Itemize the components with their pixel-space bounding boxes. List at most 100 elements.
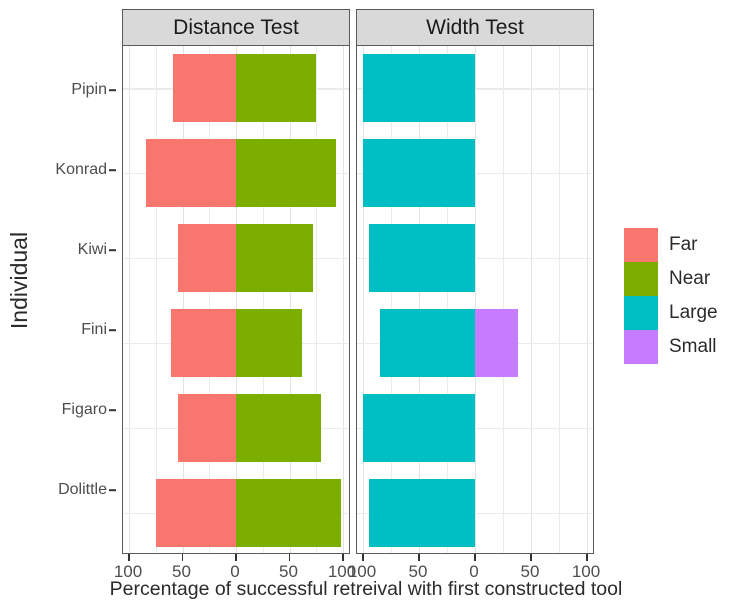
y-axis-tick-mark bbox=[109, 329, 116, 331]
plot-area-distance-test bbox=[123, 46, 349, 553]
gridline-vertical bbox=[363, 46, 365, 553]
gridline-vertical bbox=[209, 46, 211, 553]
legend-label: Small bbox=[669, 336, 717, 357]
x-axis-tick-label: 50 bbox=[172, 562, 191, 581]
x-axis-tick-mark bbox=[128, 554, 130, 561]
legend-label: Near bbox=[669, 268, 711, 289]
bar-segment-far bbox=[172, 54, 236, 123]
y-axis-title-text: Individual bbox=[6, 231, 33, 329]
y-axis-tick-mark bbox=[109, 89, 116, 91]
bar-group bbox=[357, 308, 593, 377]
bar-group bbox=[123, 139, 349, 208]
x-axis-tick-label: 100 bbox=[113, 562, 143, 581]
x-axis-tick-mark bbox=[288, 554, 291, 561]
bar-segment-near bbox=[236, 478, 341, 547]
bar-group bbox=[357, 393, 593, 462]
y-axis-tick-label: Pipin bbox=[71, 81, 107, 98]
x-axis-title: Percentage of successful retreival with … bbox=[109, 578, 623, 600]
gridline-vertical bbox=[289, 46, 291, 553]
x-axis-tick-label: 50 bbox=[279, 562, 298, 581]
bar-segment-near bbox=[236, 393, 321, 462]
bar-group bbox=[357, 478, 593, 547]
x-axis-tick-label: 0 bbox=[230, 562, 240, 581]
y-axis-tick-mark bbox=[109, 249, 116, 251]
bar-group bbox=[123, 393, 349, 462]
bar-group bbox=[123, 308, 349, 377]
gridline-vertical bbox=[262, 46, 264, 553]
gridline-horizontal bbox=[357, 427, 593, 429]
x-axis-tick-mark bbox=[586, 554, 588, 561]
gridline-vertical bbox=[559, 46, 560, 553]
bar-segment-large bbox=[368, 478, 475, 547]
x-axis-tick-mark bbox=[530, 554, 532, 561]
legend-item[interactable]: Far bbox=[624, 228, 730, 262]
plot-area-width-test bbox=[357, 46, 593, 553]
gridline-vertical bbox=[182, 46, 184, 553]
gridline-vertical bbox=[155, 46, 157, 553]
bar-segment-far bbox=[146, 139, 236, 208]
y-axis-tick-mark bbox=[109, 409, 116, 411]
gridline-vertical bbox=[129, 46, 131, 553]
x-axis-tick-label: 0 bbox=[469, 562, 479, 581]
bar-segment-far bbox=[178, 224, 236, 293]
x-axis-tick-mark bbox=[181, 554, 184, 561]
legend-color-swatch bbox=[624, 262, 658, 296]
bar-segment-near bbox=[236, 308, 303, 377]
x-axis-tick-mark bbox=[474, 554, 476, 561]
y-axis-tick-label: Figaro bbox=[61, 401, 107, 418]
gridline-vertical bbox=[531, 46, 533, 553]
y-axis-title: Individual bbox=[2, 0, 38, 560]
facet-strip-width-test: Width Test bbox=[357, 10, 593, 46]
y-axis-tick-label: Konrad bbox=[55, 161, 107, 178]
gridline-vertical bbox=[419, 46, 421, 553]
legend-item[interactable]: Near bbox=[624, 262, 730, 296]
x-axis-tick-mark bbox=[342, 554, 344, 561]
x-axis-tick-label: 50 bbox=[408, 562, 428, 581]
bar-segment-far bbox=[155, 478, 236, 547]
y-axis-tick-label: Fini bbox=[81, 321, 107, 338]
facet-strip-distance-test: Distance Test bbox=[123, 10, 349, 46]
gridline-vertical bbox=[316, 46, 318, 553]
gridline-vertical bbox=[391, 46, 392, 553]
legend-label: Far bbox=[669, 234, 698, 255]
y-axis-tick-mark bbox=[109, 169, 116, 171]
facet-panel-distance-test: Distance Test bbox=[122, 9, 350, 554]
gridline-vertical bbox=[236, 46, 238, 553]
legend-label: Large bbox=[669, 302, 718, 323]
bar-segment-far bbox=[170, 308, 236, 377]
y-axis-tick-label: Kiwi bbox=[77, 241, 107, 258]
bar-segment-small bbox=[475, 308, 518, 377]
gridline-vertical bbox=[447, 46, 448, 553]
bar-group bbox=[123, 54, 349, 123]
bar-segment-large bbox=[363, 139, 475, 208]
x-axis-tick-label: 100 bbox=[347, 562, 377, 581]
legend-color-swatch bbox=[624, 228, 658, 262]
legend-item[interactable]: Large bbox=[624, 296, 730, 330]
gridline-horizontal bbox=[357, 173, 593, 175]
gridline-vertical bbox=[587, 46, 589, 553]
bar-segment-large bbox=[368, 224, 475, 293]
gridline-vertical bbox=[475, 46, 477, 553]
gridline-horizontal bbox=[357, 512, 593, 514]
legend-color-swatch bbox=[624, 330, 658, 364]
bar-group bbox=[123, 478, 349, 547]
bar-group bbox=[357, 54, 593, 123]
bar-segment-large bbox=[363, 393, 475, 462]
gridline-vertical bbox=[343, 46, 345, 553]
bar-group bbox=[357, 139, 593, 208]
bar-group bbox=[123, 224, 349, 293]
gridline-vertical bbox=[503, 46, 504, 553]
bar-segment-near bbox=[236, 54, 317, 123]
x-axis-tick-label: 50 bbox=[520, 562, 540, 581]
x-axis-tick-mark bbox=[235, 554, 237, 561]
legend-color-swatch bbox=[624, 296, 658, 330]
legend-item[interactable]: Small bbox=[624, 330, 730, 364]
gridline-horizontal bbox=[357, 258, 593, 260]
bar-segment-near bbox=[236, 139, 336, 208]
bar-segment-large bbox=[363, 54, 475, 123]
